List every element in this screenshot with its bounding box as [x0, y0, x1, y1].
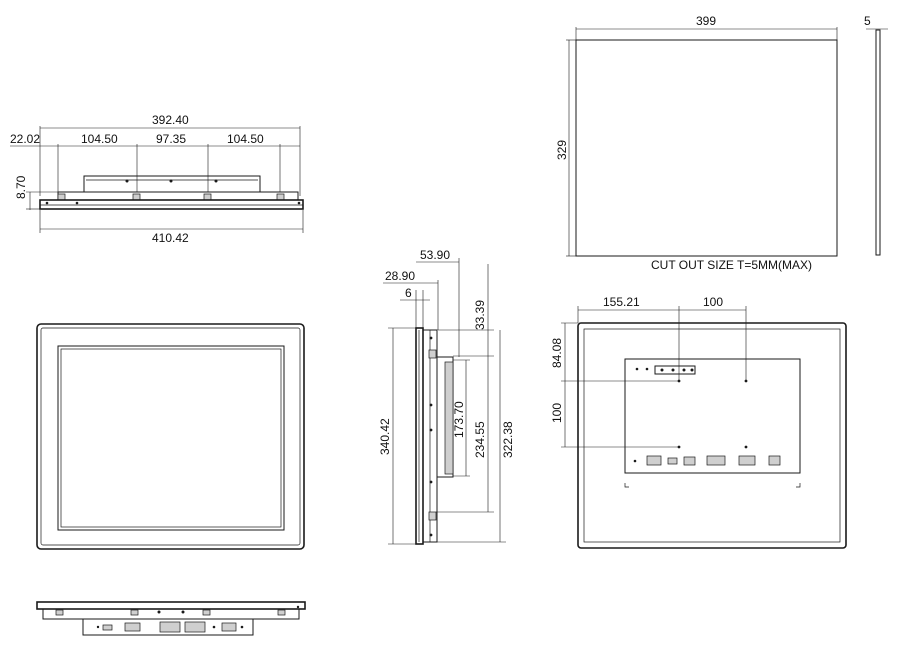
rear-view: 155.21 100 84.08 100	[550, 295, 847, 549]
dim-399: 399	[696, 14, 716, 28]
dim-392-40: 392.40	[152, 113, 189, 127]
rear-vga-port-icon	[738, 455, 756, 466]
top-view-bracket	[57, 191, 299, 201]
rear-serial-port-icon	[683, 456, 696, 466]
vesa-hole	[744, 445, 748, 449]
dim-410-42: 410.42	[152, 231, 189, 245]
dvi-port-icon	[184, 621, 206, 633]
front-bezel-outer	[36, 323, 305, 550]
dim-8-70: 8.70	[14, 175, 28, 199]
side-bezel	[415, 327, 424, 545]
dim-104-50-a: 104.50	[81, 132, 118, 146]
bottom-io-box	[82, 618, 254, 636]
dim-84-08: 84.08	[550, 338, 564, 368]
dim-22-02: 22.02	[10, 132, 40, 146]
rear-inner	[583, 328, 841, 543]
cutout-rect	[575, 39, 838, 257]
rear-mount-plate	[624, 358, 801, 474]
bottom-view	[36, 601, 306, 636]
dim-173-70: 173.70	[452, 401, 466, 438]
rear-lan-port-icon	[768, 455, 781, 466]
rear-dvi-port-icon	[706, 455, 726, 466]
front-bezel-inner	[40, 327, 301, 546]
top-view-bezel	[39, 199, 304, 210]
dim-234-55: 234.55	[473, 421, 487, 458]
dim-53-90: 53.90	[420, 248, 450, 262]
front-screen	[57, 345, 285, 531]
rear-outer	[577, 322, 847, 549]
bottom-bezel	[36, 601, 306, 610]
dim-28-90: 28.90	[385, 269, 415, 283]
rear-usb-port-icon	[667, 457, 678, 465]
cutout-note: CUT OUT SIZE T=5MM(MAX)	[651, 258, 812, 272]
dim-5: 5	[864, 14, 871, 28]
dim-322-38: 322.38	[501, 421, 515, 458]
dim-97-35: 97.35	[156, 132, 186, 146]
front-view	[36, 323, 305, 550]
dim-340-42: 340.42	[378, 418, 392, 455]
rear-power-port-icon	[646, 455, 662, 466]
dim-104-50-b: 104.50	[227, 132, 264, 146]
dim-100-y: 100	[550, 403, 564, 423]
dim-33-39: 33.39	[473, 300, 487, 330]
vga-port-icon	[159, 621, 181, 633]
front-screen-active	[60, 348, 282, 528]
bottom-bracket	[42, 608, 300, 620]
top-view: 392.40 22.02 104.50 97.35 104.50 8.70 41…	[10, 113, 304, 245]
top-view-mount-plate	[83, 175, 261, 193]
dim-100-x: 100	[703, 295, 723, 309]
panel-thickness	[875, 29, 881, 256]
side-view: 53.90 28.90 6 33.39 173.70 234.55 322.38…	[378, 248, 515, 545]
dim-329: 329	[555, 140, 569, 160]
serial-port-icon	[124, 622, 141, 632]
cutout-view: 399 329 5 CUT OUT SIZE T=5MM(MAX)	[555, 14, 888, 272]
power-port-icon	[221, 622, 237, 632]
dim-6: 6	[405, 286, 412, 300]
usb-port-icon	[102, 624, 113, 631]
dim-155-21: 155.21	[603, 295, 640, 309]
